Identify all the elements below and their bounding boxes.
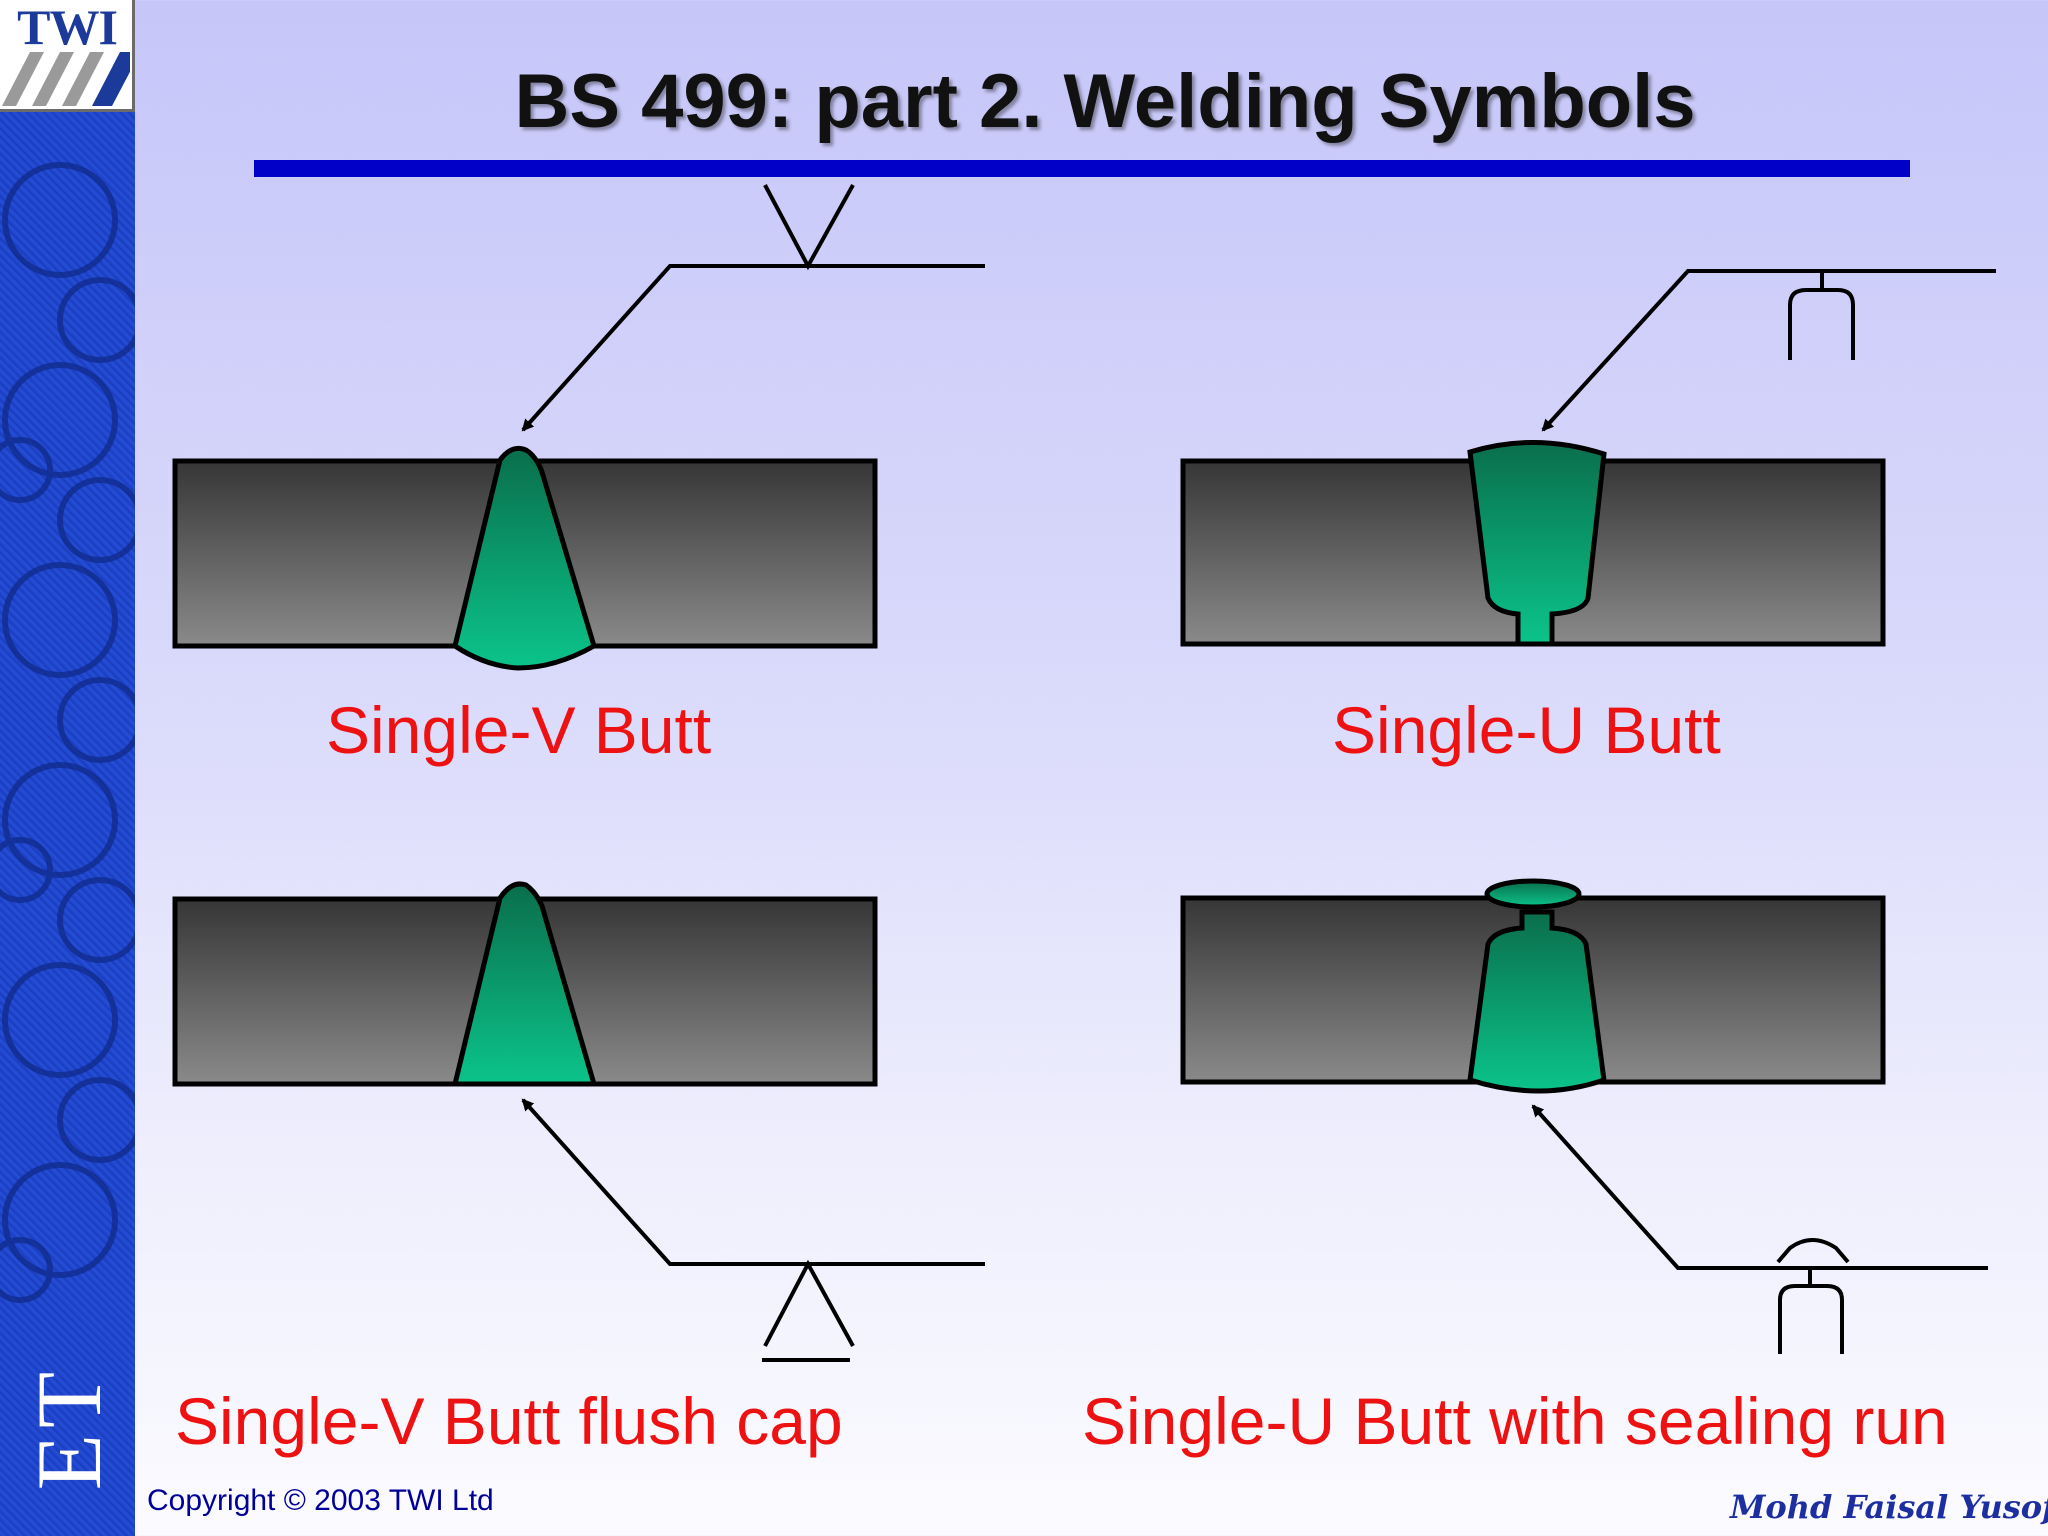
label-single-v-butt-flush-cap: Single-V Butt flush cap: [175, 1384, 843, 1458]
weld-bead: [1467, 909, 1607, 1094]
label-single-u-butt: Single-U Butt: [1332, 693, 1721, 767]
author-signature: Mohd Faisal Yusof: [1730, 1488, 2048, 1526]
v-symbol: [763, 184, 855, 271]
arrow-line: [521, 1098, 985, 1266]
weld-bead: [452, 445, 597, 671]
sealing-run: [1484, 878, 1582, 910]
logo-text: TWI: [17, 0, 118, 55]
sidebar-pattern: [0, 162, 135, 1303]
arrow-line: [1541, 269, 1996, 432]
copyright-text: Copyright © 2003 TWI Ltd: [147, 1484, 494, 1517]
sidebar-decoration: TWI ET: [0, 0, 135, 1536]
diagram-single-v-butt-flush-cap: [172, 881, 985, 1362]
page-title: BS 499: part 2. Welding Symbols: [514, 59, 1696, 144]
arrow-line: [521, 264, 985, 432]
logo-stripes-icon: [2, 52, 130, 106]
u-symbol: [1788, 271, 1855, 360]
label-single-v-butt: Single-V Butt: [326, 693, 712, 767]
sealing-run-symbol: [1776, 1238, 1850, 1264]
diagram-single-u-butt: [1180, 269, 1996, 647]
v-symbol-inverted: [763, 1259, 855, 1347]
arrow-line: [1531, 1104, 1988, 1270]
title-underline: [254, 160, 1910, 177]
weld-bead: [451, 881, 598, 1087]
twi-logo: TWI: [0, 0, 135, 112]
label-single-u-butt-sealing-run: Single-U Butt with sealing run: [1082, 1384, 1948, 1458]
u-symbol-inverted: [1778, 1268, 1844, 1354]
weld-bead: [1467, 440, 1607, 647]
diagram-single-v-butt: [172, 184, 985, 671]
diagram-single-u-butt-sealing-run: [1180, 878, 1988, 1354]
